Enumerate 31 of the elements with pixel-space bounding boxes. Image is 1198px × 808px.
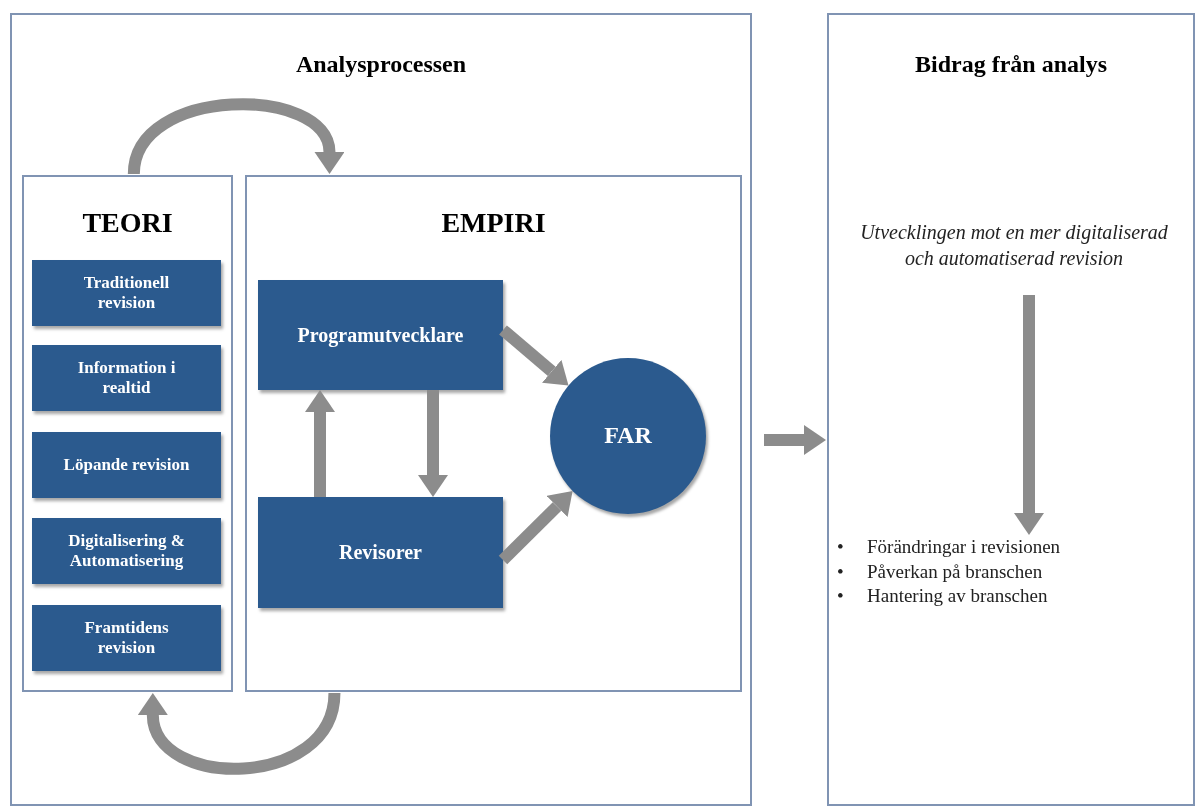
- panel: [10, 13, 752, 806]
- block-arrow: [764, 425, 826, 455]
- bullet-marker: •: [837, 584, 845, 609]
- process-box: Löpande revision: [32, 432, 221, 498]
- process-box: Programutvecklare: [258, 280, 503, 390]
- panel: [827, 13, 1195, 806]
- block-arrow: [418, 390, 448, 497]
- block-arrow: [127, 98, 345, 176]
- bullet-text: Påverkan på branschen: [867, 559, 1043, 584]
- process-box: Revisorer: [258, 497, 503, 608]
- block-arrow: [1014, 295, 1044, 535]
- bullet-text: Förändringar i revisionen: [867, 535, 1061, 559]
- block-arrow: [138, 692, 341, 775]
- process-box: Traditionell revision: [32, 260, 221, 326]
- process-box: Digitalisering & Automatisering: [32, 518, 221, 584]
- panel-heading: Analysprocessen: [295, 51, 467, 78]
- process-box: Information i realtid: [32, 345, 221, 411]
- panel: [22, 175, 233, 692]
- bullet-marker: •: [837, 559, 845, 584]
- block-arrow: [498, 490, 573, 565]
- panel-heading: TEORI: [82, 207, 173, 239]
- bullet-text: Hantering av branschen: [867, 584, 1048, 609]
- panel-heading: Bidrag från analys: [915, 51, 1107, 78]
- bullet-marker: •: [837, 535, 845, 559]
- italic-text: Utvecklingen mot en mer digitaliserad och automatiserad revision: [859, 195, 1169, 295]
- process-box: Framtidens revision: [32, 605, 221, 671]
- panel: [245, 175, 742, 692]
- circle-node: FAR: [550, 358, 706, 514]
- block-arrow: [305, 390, 335, 497]
- block-arrow: [499, 325, 569, 386]
- panel-heading: EMPIRI: [441, 207, 546, 239]
